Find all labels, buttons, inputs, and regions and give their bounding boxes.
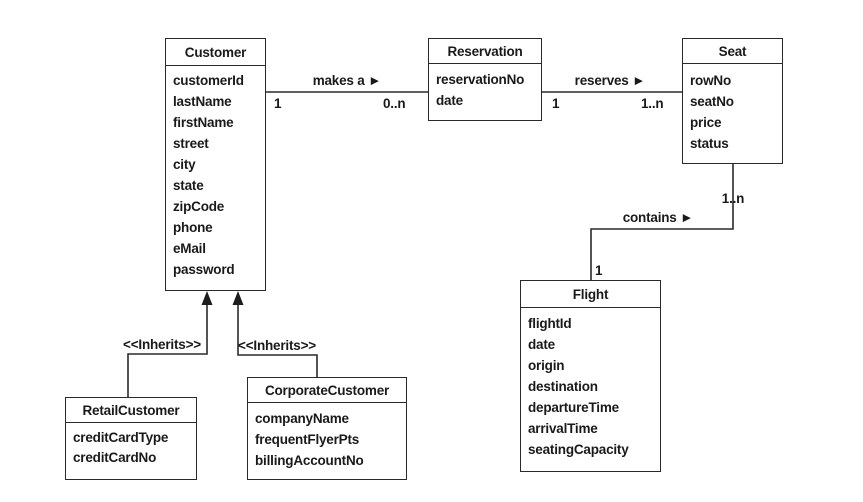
- class-attribute: creditCardType: [73, 430, 169, 445]
- class-attribute: city: [173, 157, 196, 172]
- class-attribute: frequentFlyerPts: [255, 432, 360, 447]
- association-makes-a-label: makes a ►: [312, 73, 382, 88]
- class-attribute: seatNo: [690, 94, 734, 109]
- class-attributes-seat: rowNo seatNo price status: [683, 64, 782, 154]
- class-attribute: phone: [173, 220, 213, 235]
- class-box-corporate-customer: CorporateCustomer companyName frequentFl…: [247, 377, 407, 480]
- class-attribute: departureTime: [528, 400, 619, 415]
- class-attribute: date: [528, 337, 555, 352]
- class-attributes-retail-customer: creditCardType creditCardNo: [66, 423, 196, 468]
- makes-a-multiplicity-reservation-end: 0..n: [383, 96, 406, 111]
- class-title-seat: Seat: [683, 39, 782, 64]
- class-attributes-reservation: reservationNo date: [429, 64, 541, 111]
- class-attributes-corporate-customer: companyName frequentFlyerPts billingAcco…: [248, 403, 406, 471]
- class-attribute: state: [173, 178, 204, 193]
- generalization-retail-line: [127, 304, 208, 397]
- generalization-corporate-arrowhead-icon: [232, 291, 244, 305]
- class-attributes-flight: flightId date origin destination departu…: [521, 308, 660, 460]
- class-attributes-customer: customerId lastName firstName street cit…: [166, 66, 265, 280]
- reserves-multiplicity-seat-end: 1..n: [641, 96, 664, 111]
- class-attribute: date: [436, 93, 463, 108]
- generalization-retail-arrowhead-icon: [201, 291, 213, 305]
- class-attribute: flightId: [528, 316, 572, 331]
- class-attribute: eMail: [173, 241, 206, 256]
- class-attribute: creditCardNo: [73, 450, 157, 465]
- generalization-corporate-label: <<Inherits>>: [238, 338, 316, 353]
- association-contains-line: [590, 164, 734, 280]
- class-attribute: lastName: [173, 94, 232, 109]
- contains-multiplicity-seat-end: 1..n: [721, 191, 745, 206]
- class-title-customer: Customer: [166, 39, 265, 66]
- class-attribute: seatingCapacity: [528, 442, 629, 457]
- association-contains-label: contains ►: [622, 210, 694, 225]
- class-attribute: billingAccountNo: [255, 453, 364, 468]
- generalization-corporate-line: [237, 304, 318, 377]
- class-title-corporate-customer: CorporateCustomer: [248, 378, 406, 403]
- class-attribute: companyName: [255, 411, 349, 426]
- class-box-retail-customer: RetailCustomer creditCardType creditCard…: [65, 397, 197, 480]
- class-attribute: customerId: [173, 73, 244, 88]
- makes-a-multiplicity-customer-end: 1: [274, 96, 282, 111]
- class-attribute: origin: [528, 358, 565, 373]
- class-title-flight: Flight: [521, 281, 660, 308]
- class-box-flight: Flight flightId date origin destination …: [520, 280, 661, 472]
- class-attribute: firstName: [173, 115, 234, 130]
- reserves-multiplicity-reservation-end: 1: [552, 96, 560, 111]
- class-attribute: price: [690, 115, 722, 130]
- association-reserves-label: reserves ►: [574, 73, 646, 88]
- generalization-retail-label: <<Inherits>>: [123, 337, 201, 352]
- class-attribute: password: [173, 262, 235, 277]
- class-attribute: zipCode: [173, 199, 225, 214]
- class-box-seat: Seat rowNo seatNo price status: [682, 38, 783, 164]
- class-attribute: reservationNo: [436, 72, 525, 87]
- class-title-reservation: Reservation: [429, 39, 541, 64]
- class-attribute: rowNo: [690, 73, 731, 88]
- class-attribute: status: [690, 136, 729, 151]
- contains-multiplicity-flight-end: 1: [595, 263, 603, 278]
- class-box-customer: Customer customerId lastName firstName s…: [165, 38, 266, 291]
- class-title-retail-customer: RetailCustomer: [66, 398, 196, 423]
- class-attribute: street: [173, 136, 209, 151]
- class-attribute: arrivalTime: [528, 421, 598, 436]
- class-box-reservation: Reservation reservationNo date: [428, 38, 542, 121]
- class-attribute: destination: [528, 379, 598, 394]
